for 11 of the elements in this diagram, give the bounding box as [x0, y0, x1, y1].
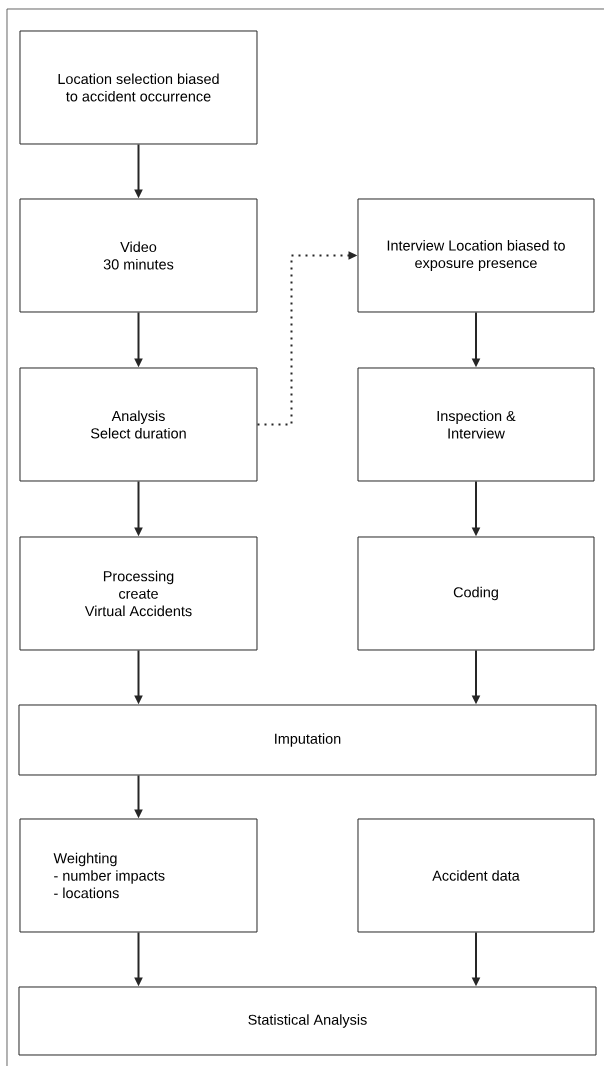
process-box: Processing create Virtual Accidents: [19, 536, 258, 651]
process-box: Interview Location biased to exposure presence: [357, 198, 595, 313]
process-box: Analysis Select duration: [19, 367, 258, 482]
process-box: Location selection biased to accident occurrence: [19, 30, 258, 145]
process-box: Accident data: [357, 818, 595, 933]
process-box: Weighting - number impacts - locations: [19, 818, 258, 933]
process-box: Inspection & Interview: [357, 367, 595, 482]
process-box: Coding: [357, 536, 595, 651]
process-box: Statistical Analysis: [18, 986, 597, 1056]
process-box: Imputation: [18, 704, 597, 776]
process-box: Video 30 minutes: [19, 198, 258, 313]
